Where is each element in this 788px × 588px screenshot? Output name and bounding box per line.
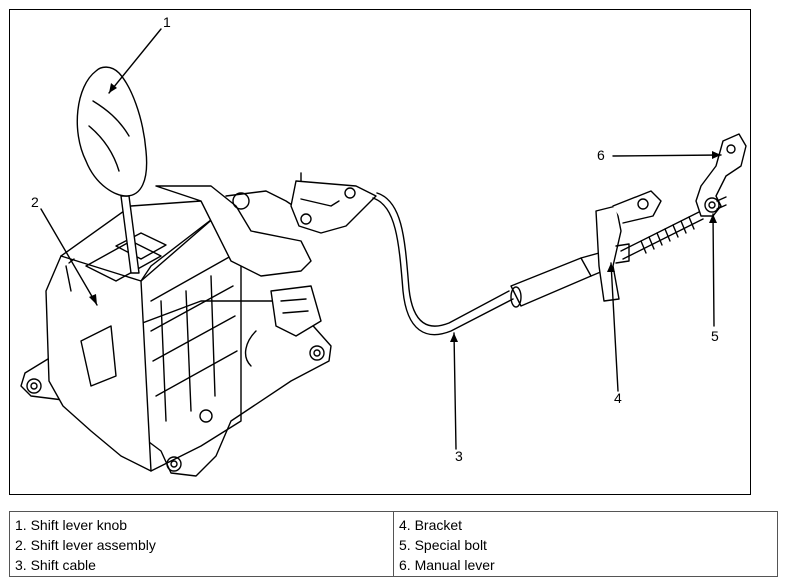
legend-item-bracket: 4. Bracket xyxy=(399,517,463,533)
callout-4: 4 xyxy=(614,390,622,406)
shift-lever-knob xyxy=(76,66,148,274)
legend-item-special-bolt: 5. Special bolt xyxy=(399,537,487,553)
legend-right-column: 4. Bracket 5. Special bolt 6. Manual lev… xyxy=(393,511,778,577)
diagram-frame: 1 2 3 4 5 6 xyxy=(9,9,751,495)
legend-left-column: 1. Shift lever knob 2. Shift lever assem… xyxy=(9,511,394,577)
manual-lever xyxy=(695,133,747,217)
legend-table: 1. Shift lever knob 2. Shift lever assem… xyxy=(9,511,778,577)
shift-cable xyxy=(372,192,604,336)
callout-2: 2 xyxy=(31,194,39,210)
bracket xyxy=(595,190,662,302)
legend-item-shift-lever-knob: 1. Shift lever knob xyxy=(15,517,128,533)
special-bolt xyxy=(704,196,727,213)
callout-1: 1 xyxy=(163,14,171,30)
callout-5: 5 xyxy=(711,328,719,344)
legend-item-manual-lever: 6. Manual lever xyxy=(399,557,495,573)
spring-rod xyxy=(620,210,704,260)
shift-mechanism-illustration: 1 2 3 4 5 6 xyxy=(20,14,747,477)
legend-item-shift-cable: 3. Shift cable xyxy=(15,557,96,573)
legend-item-shift-lever-assembly: 2. Shift lever assembly xyxy=(15,537,156,553)
callout-3: 3 xyxy=(455,448,463,464)
callout-6: 6 xyxy=(597,147,605,163)
